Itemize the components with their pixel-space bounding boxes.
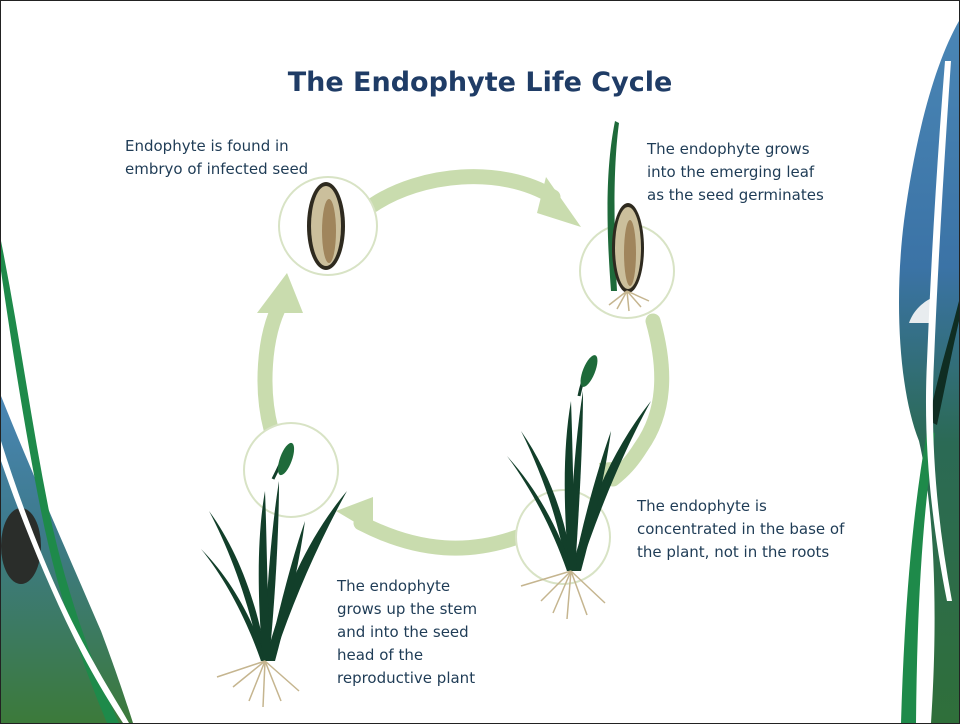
grass-plant-base	[507, 353, 651, 619]
stage-circle-reproductive	[244, 423, 338, 517]
slide-title: The Endophyte Life Cycle	[1, 67, 959, 98]
arrowhead-bottom	[336, 497, 373, 533]
right-border-decoration	[899, 21, 959, 723]
infected-seed	[307, 182, 345, 270]
left-border-decoration	[1, 241, 133, 723]
caption-reproductive: The endophyte grows up the stem and into…	[337, 575, 477, 690]
arrowhead-left	[257, 273, 303, 313]
caption-germinating: The endophyte grows into the emerging le…	[647, 138, 824, 207]
caption-base: The endophyte is concentrated in the bas…	[637, 495, 844, 564]
caption-seed: Endophyte is found in embryo of infected…	[125, 135, 308, 181]
